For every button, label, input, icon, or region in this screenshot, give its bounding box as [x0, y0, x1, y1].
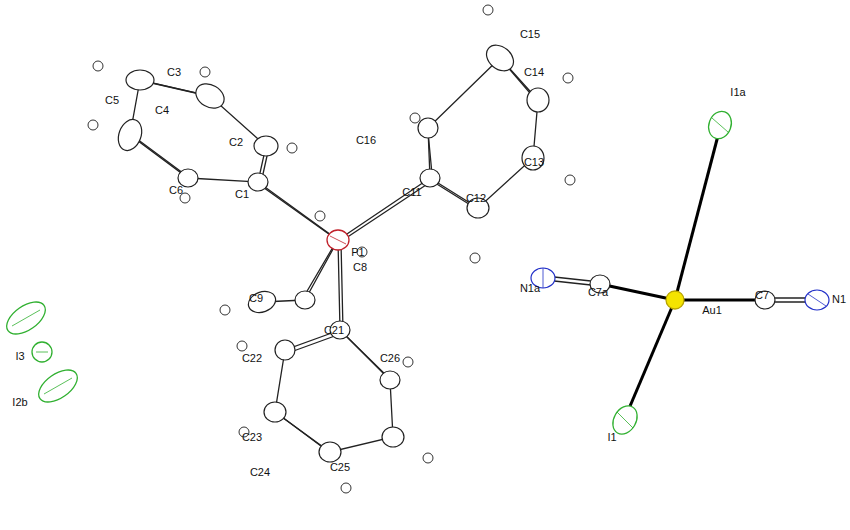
hydrogens: [88, 5, 575, 493]
bonds: [130, 56, 538, 455]
atom-label: C26: [379, 353, 401, 364]
atom-label: P1: [350, 247, 365, 258]
atom-label: C4: [154, 105, 170, 116]
atom-label: C2: [228, 137, 244, 148]
atom-label: C8: [352, 262, 368, 273]
atom-label: C25: [329, 462, 351, 473]
atom-label: C5: [104, 95, 120, 106]
atom-label: I1a: [729, 87, 746, 98]
atom-label: C13: [523, 157, 545, 168]
atom-label: C1: [234, 189, 250, 200]
atom-label: I1: [606, 432, 617, 443]
atom-label: C12: [465, 193, 487, 204]
atom-label: Au1: [701, 305, 723, 316]
atom-label: N1a: [519, 283, 541, 294]
nitrogen-ellipsoids: [531, 268, 829, 310]
atom-label: C7a: [587, 287, 609, 298]
atom-label: C9: [248, 293, 264, 304]
atom-label: N1: [831, 294, 847, 305]
atom-label: C23: [241, 432, 263, 443]
atom-label: I3: [14, 351, 25, 362]
iodine-ellipsoids: [1, 108, 735, 438]
atom-label: C21: [323, 325, 345, 336]
atom-label: C15: [519, 29, 541, 40]
phosphorus-ellipsoid: [327, 230, 349, 250]
atom-label: C16: [355, 135, 377, 146]
atom-label: C6: [168, 185, 184, 196]
atom-label: C3: [166, 67, 182, 78]
atom-label: C14: [523, 67, 545, 78]
atom-label: I2b: [11, 397, 28, 408]
carbon-ellipsoids: [114, 40, 775, 462]
au-bonds: [600, 128, 765, 418]
gold-ellipsoid: [666, 291, 684, 309]
atom-label: C24: [249, 467, 271, 478]
atom-label: C22: [241, 353, 263, 364]
atom-label: C11: [401, 187, 422, 198]
atom-label: C7: [754, 290, 770, 301]
